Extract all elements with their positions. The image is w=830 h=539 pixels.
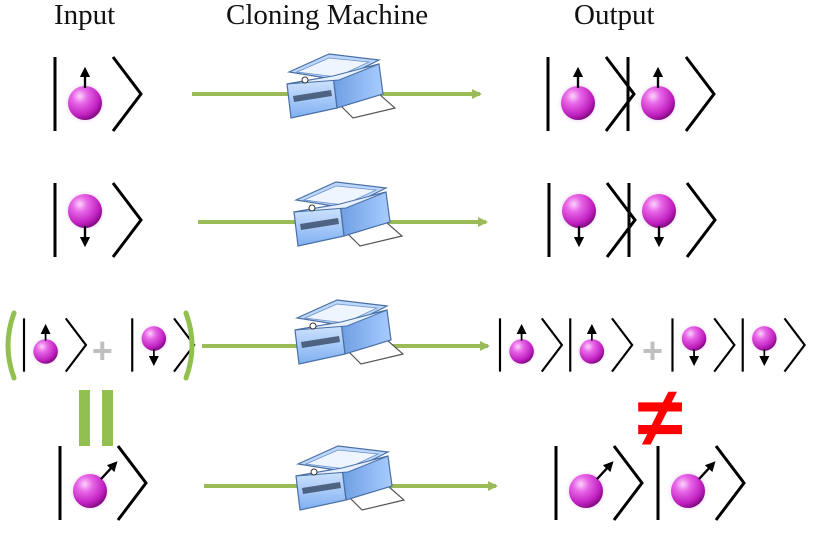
ket-up xyxy=(569,317,634,373)
ket-angle xyxy=(605,182,637,258)
ket-down xyxy=(671,317,736,373)
spin-sphere-icon xyxy=(562,194,596,228)
spin-sphere-icon xyxy=(569,474,603,508)
printer-icon xyxy=(293,181,404,247)
spin-sphere-icon xyxy=(671,474,705,508)
paren-right xyxy=(183,310,195,381)
ket-angle xyxy=(540,317,564,373)
ket-angle xyxy=(116,445,148,521)
printer-icon xyxy=(295,445,406,511)
spin-sphere-icon xyxy=(681,326,707,351)
ket-down xyxy=(131,317,196,373)
spin-sphere-icon xyxy=(561,86,595,120)
spin-sphere-icon xyxy=(642,194,676,228)
spin-sphere-icon xyxy=(68,194,102,228)
ket-angle xyxy=(111,182,143,258)
spin-sphere-icon xyxy=(141,326,167,351)
ket-angle xyxy=(612,445,644,521)
spin-sphere-icon xyxy=(579,339,605,364)
ket-down xyxy=(53,182,143,258)
ket-diag xyxy=(58,445,148,521)
spin-sphere-icon xyxy=(641,86,675,120)
ket-up xyxy=(498,317,564,373)
spin-sphere-icon xyxy=(68,86,102,120)
ket-angle xyxy=(783,317,806,373)
ket-angle xyxy=(685,182,717,258)
equals-bar-left xyxy=(79,390,90,446)
printer-icon xyxy=(286,53,397,119)
plus-sign-input: + xyxy=(92,330,113,371)
ket-down xyxy=(627,182,717,258)
ket-down xyxy=(741,317,806,373)
header-input: Input xyxy=(54,0,116,31)
header-cloning-machine: Cloning Machine xyxy=(226,0,429,31)
spin-arrow-tip xyxy=(698,461,716,480)
spin-sphere-icon xyxy=(33,339,58,364)
spin-sphere-icon xyxy=(509,339,534,364)
ket-diag xyxy=(554,445,644,521)
spin-sphere-icon xyxy=(752,326,777,351)
ket-up xyxy=(546,56,636,132)
printer-icon xyxy=(294,299,405,365)
ket-angle xyxy=(64,317,88,373)
spin-arrow-tip xyxy=(100,461,118,480)
equals-bar-right xyxy=(102,390,113,446)
ket-angle xyxy=(713,317,736,373)
ket-up xyxy=(53,56,143,132)
ket-angle xyxy=(714,445,746,521)
not-equal-sign: ≠ xyxy=(637,370,683,464)
ket-angle xyxy=(684,56,716,132)
ket-down xyxy=(547,182,637,258)
ket-diag xyxy=(656,445,746,521)
ket-up xyxy=(22,317,88,373)
ket-angle xyxy=(611,317,634,373)
ket-angle xyxy=(604,56,636,132)
ket-up xyxy=(626,56,716,132)
paren-left xyxy=(5,310,17,381)
header-output: Output xyxy=(574,0,655,31)
spin-sphere-icon xyxy=(73,474,107,508)
ket-angle xyxy=(111,56,143,132)
spin-arrow-tip xyxy=(596,461,614,480)
plus-sign-output: + xyxy=(642,330,663,371)
